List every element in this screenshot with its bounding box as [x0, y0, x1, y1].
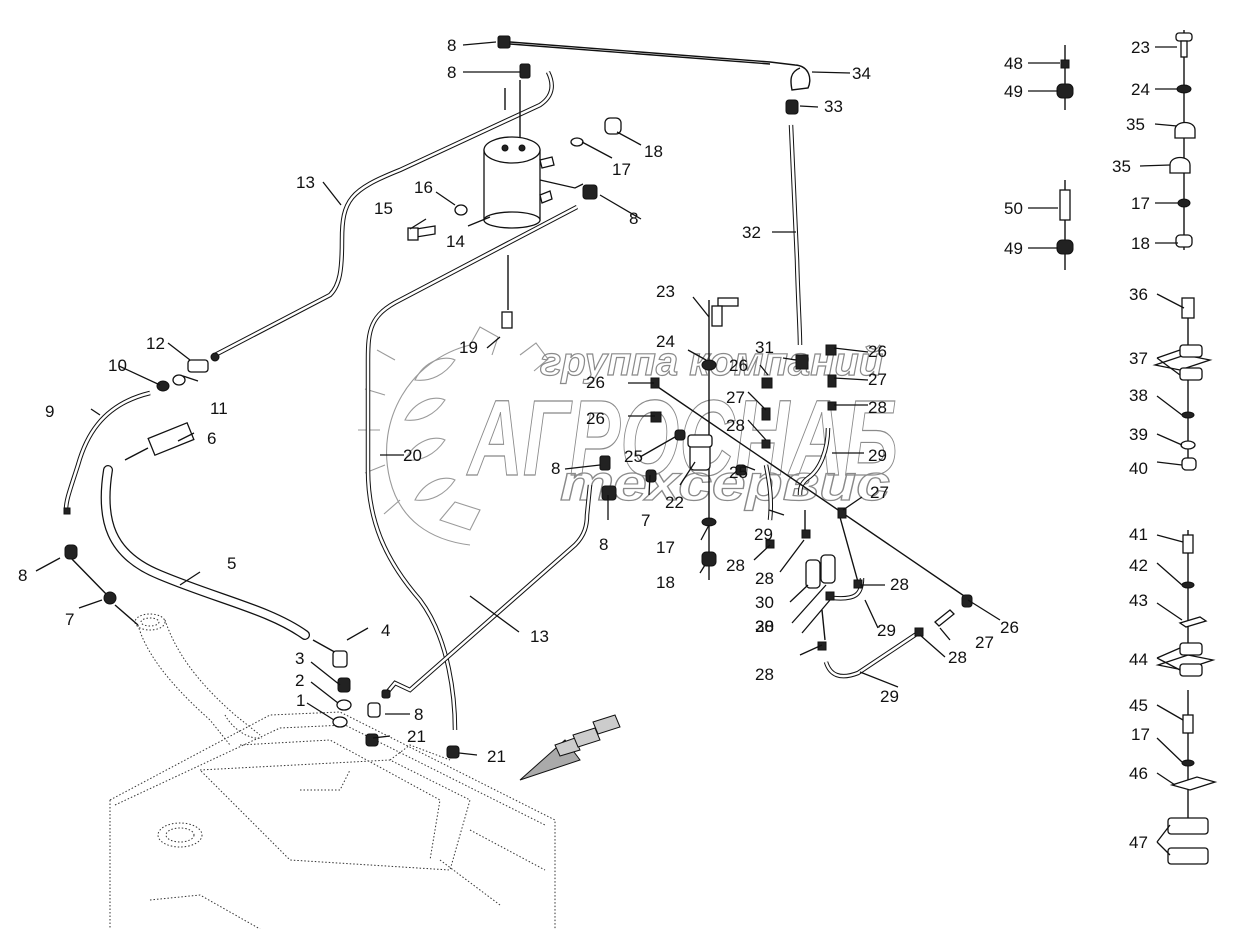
callout-27: 27: [870, 483, 889, 502]
callout-24: 24: [1131, 80, 1150, 99]
callout-17: 17: [612, 160, 631, 179]
callout-24: 24: [656, 332, 675, 351]
callout-30: 30: [755, 593, 774, 612]
callout-40: 40: [1129, 459, 1148, 478]
callout-5: 5: [227, 554, 236, 573]
fuel-filter-canister: [483, 136, 584, 229]
callout-26: 26: [586, 373, 605, 392]
callout-41: 41: [1129, 525, 1148, 544]
callout-36: 36: [1129, 285, 1148, 304]
callout-26: 26: [1000, 618, 1019, 637]
callout-16: 16: [414, 178, 433, 197]
callout-28: 28: [890, 575, 909, 594]
fuel-tank: [109, 613, 556, 929]
callout-38: 38: [1129, 386, 1148, 405]
callout-8: 8: [414, 705, 423, 724]
callout-23: 23: [656, 282, 675, 301]
callout-2: 2: [295, 671, 304, 690]
callout-26: 26: [868, 342, 887, 361]
callout-29: 29: [754, 525, 773, 544]
callout-26: 26: [729, 356, 748, 375]
callout-8: 8: [599, 535, 608, 554]
callout-49: 49: [1004, 82, 1023, 101]
callout-8: 8: [551, 459, 560, 478]
callout-21: 21: [407, 727, 426, 746]
callout-27: 27: [975, 633, 994, 652]
callout-26: 26: [586, 409, 605, 428]
callout-19: 19: [459, 338, 478, 357]
callout-13: 13: [296, 173, 315, 192]
callout-9: 9: [45, 402, 54, 421]
callout-28: 28: [948, 648, 967, 667]
callout-6: 6: [207, 429, 216, 448]
leader-lines: [35, 41, 1185, 856]
callout-3: 3: [295, 649, 304, 668]
callout-47: 47: [1129, 833, 1148, 852]
callout-43: 43: [1129, 591, 1148, 610]
callout-30: 30: [755, 617, 774, 636]
callout-8: 8: [629, 209, 638, 228]
fittings: [63, 35, 973, 759]
watermark: группа компаний АГРОСНАБ техсервис: [358, 326, 899, 546]
callout-8: 8: [18, 566, 27, 585]
hardware-stacks: [1056, 32, 1218, 865]
callout-44: 44: [1129, 650, 1148, 669]
callout-28: 28: [755, 617, 774, 636]
callout-32: 32: [742, 223, 761, 242]
callout-37: 37: [1129, 349, 1148, 368]
parts: [63, 32, 1218, 865]
callout-29: 29: [880, 687, 899, 706]
callout-11: 11: [210, 399, 228, 418]
callout-42: 42: [1129, 556, 1148, 575]
callout-17: 17: [656, 538, 675, 557]
callout-8: 8: [447, 36, 456, 55]
callout-27: 27: [868, 370, 887, 389]
callout-25: 25: [729, 463, 748, 482]
callout-18: 18: [1131, 234, 1150, 253]
callout-22: 22: [665, 493, 684, 512]
callout-14: 14: [446, 232, 465, 251]
callout-28: 28: [755, 665, 774, 684]
callout-10: 10: [108, 356, 127, 375]
callout-33: 33: [824, 97, 843, 116]
callout-45: 45: [1129, 696, 1148, 715]
callout-49: 49: [1004, 239, 1023, 258]
callout-1: 1: [296, 691, 305, 710]
callout-46: 46: [1129, 764, 1148, 783]
callout-27: 27: [726, 388, 745, 407]
callout-28: 28: [868, 398, 887, 417]
callout-48: 48: [1004, 54, 1023, 73]
callout-13: 13: [530, 627, 549, 646]
callout-20: 20: [403, 446, 422, 465]
callout-23: 23: [1131, 38, 1150, 57]
callout-35: 35: [1112, 157, 1131, 176]
watermark-line-3: техсервис: [560, 455, 890, 511]
callout-12: 12: [146, 334, 165, 353]
callout-17: 17: [1131, 194, 1150, 213]
callout-4: 4: [381, 621, 390, 640]
fuel-lines: [63, 30, 1189, 830]
callout-28: 28: [726, 556, 745, 575]
callout-31: 31: [755, 338, 774, 357]
callout-15: 15: [374, 199, 393, 218]
callout-7: 7: [641, 511, 650, 530]
callout-18: 18: [644, 142, 663, 161]
callout-8: 8: [447, 63, 456, 82]
callout-34: 34: [852, 64, 871, 83]
callout-28: 28: [726, 416, 745, 435]
callout-50: 50: [1004, 199, 1023, 218]
callout-7: 7: [65, 610, 74, 629]
callout-18: 18: [656, 573, 675, 592]
callout-39: 39: [1129, 425, 1148, 444]
callout-29: 29: [868, 446, 887, 465]
callout-17: 17: [1131, 725, 1150, 744]
direction-arrow-icon: [519, 714, 621, 781]
callout-labels: 1 2 3 4 5 6 7 7 8 8 8 8 8 8 8 9 10 11 12…: [18, 36, 1150, 852]
callout-25: 25: [624, 447, 643, 466]
callout-21: 21: [487, 747, 506, 766]
callout-28: 28: [755, 569, 774, 588]
callout-29: 29: [877, 621, 896, 640]
callout-35: 35: [1126, 115, 1145, 134]
